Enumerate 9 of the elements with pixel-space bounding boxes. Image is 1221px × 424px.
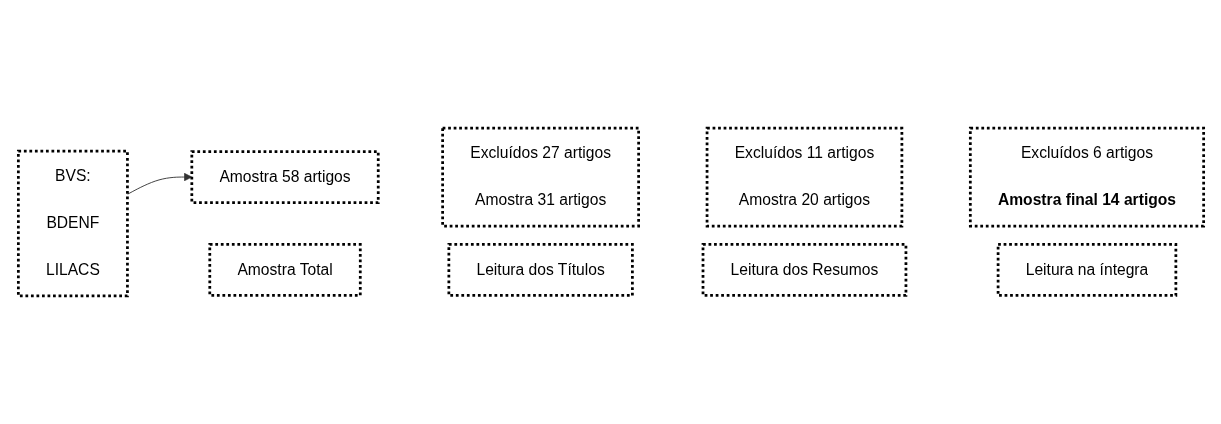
node-box: Excluídos 27 artigos Amostra 31 artigos (440, 126, 640, 228)
node-box: Amostra Total (207, 243, 362, 297)
node-box: Excluídos 6 artigos Amostra final 14 artigos (968, 126, 1205, 228)
node-box: Leitura dos Resumos (701, 243, 907, 297)
node-box: Leitura dos Títulos (447, 243, 634, 297)
node-box: Excluídos 11 artigos Amostra 20 artigos (705, 126, 903, 228)
node-box: Amostra 58 artigos (189, 150, 380, 204)
node-box: BVS: BDENF LILACS (16, 149, 129, 298)
node-box: Leitura na íntegra (996, 243, 1177, 297)
